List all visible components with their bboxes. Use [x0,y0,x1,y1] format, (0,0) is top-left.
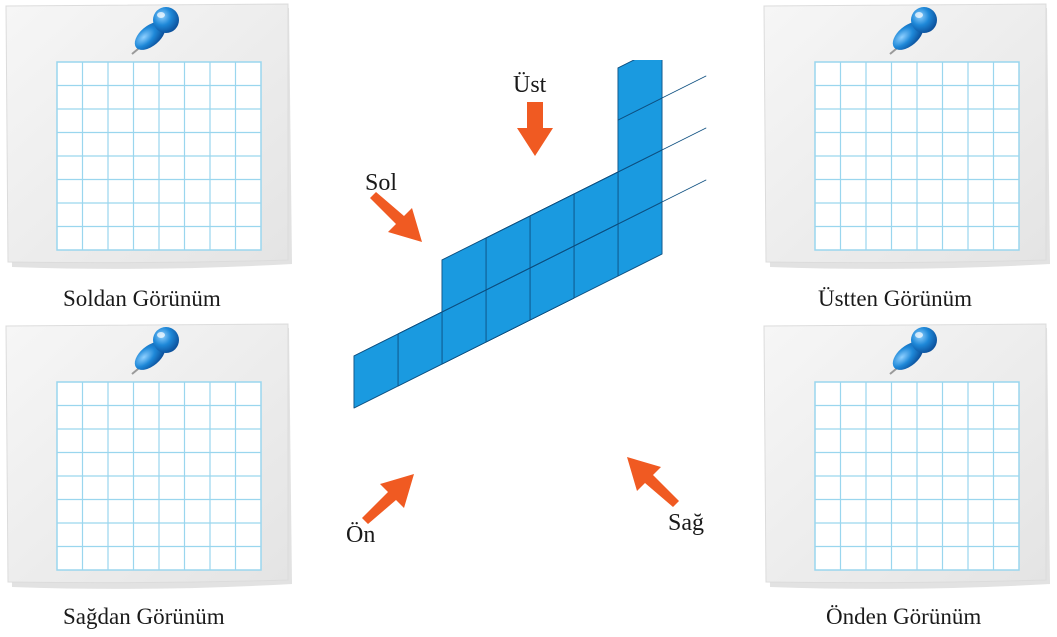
sticky-note-left-view [5,3,292,269]
cube [617,60,663,121]
cube [529,223,619,321]
note-right-view [2,322,297,592]
label-left-direction: Sol [365,170,398,196]
cube [485,193,575,291]
cube [617,75,707,173]
cubes [353,60,707,409]
cube [441,215,531,313]
grid [56,381,262,571]
arrow-icon-top [517,102,553,156]
note-front-view [760,322,1055,592]
arrow-icon-front [362,474,414,524]
pushpin-icon [889,327,937,375]
sticky-note-right-view [5,323,292,589]
cube [353,311,443,409]
grid [814,381,1020,571]
grid [814,61,1020,251]
caption-left-view: Soldan Görünüm [63,286,221,311]
grid [56,61,262,251]
arrow-icon-left [370,192,422,242]
cube [441,267,531,365]
sticky-note-top-view [763,3,1050,269]
caption-front-view: Önden Görünüm [826,604,982,629]
cube [617,179,707,277]
sticky-note-front-view [763,323,1050,589]
note-top-view [760,2,1055,272]
pushpin-icon [131,327,179,375]
arrow-icon-right [627,457,679,507]
note-left-view [2,2,297,272]
caption-right-view: Sağdan Görünüm [63,604,225,629]
label-front-direction: Ön [346,522,376,548]
cube-structure [353,60,707,409]
pushpin-icon [131,7,179,55]
label-right-direction: Sağ [668,510,704,536]
label-top-direction: Üst [513,72,547,98]
caption-top-view: Üstten Görünüm [818,286,972,311]
pushpin-icon [889,7,937,55]
